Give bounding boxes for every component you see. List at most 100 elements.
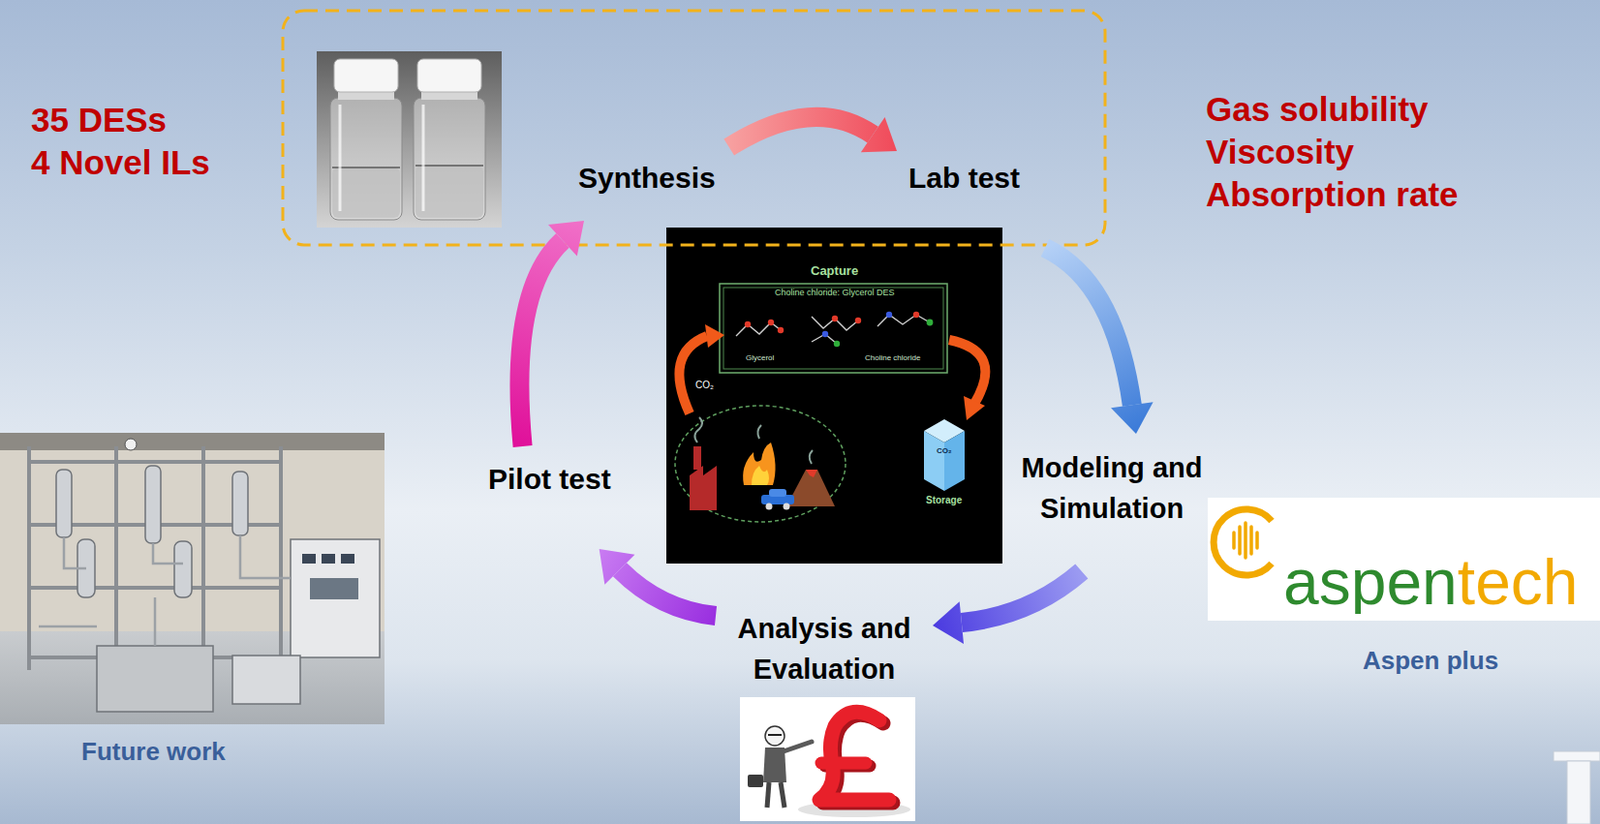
co2-capture-illustration-part-part — [855, 317, 862, 324]
illustration-text: Storage — [925, 494, 962, 507]
pilot-plant-photo-part-part — [96, 646, 214, 712]
cost-evaluation-picture-part — [821, 757, 866, 770]
co2-capture-illustration-part — [675, 405, 846, 523]
arrow-shaft — [729, 117, 873, 148]
co2-capture-illustration-part — [944, 430, 965, 492]
vials-photo-part — [332, 166, 400, 169]
pilot-plant-photo-part — [302, 553, 359, 600]
pilot-plant-photo-part-part — [201, 446, 206, 671]
arrow-head — [599, 549, 636, 585]
gas-label: CO₂ — [936, 446, 953, 456]
arrow-head — [861, 117, 897, 153]
co2-capture-illustration-part-part — [833, 340, 840, 347]
pilot-plant-photo-part — [29, 446, 281, 671]
pilot-plant-photo — [0, 432, 385, 725]
vials-photo-part — [422, 104, 426, 212]
vials-photo-part — [334, 59, 399, 93]
co2-capture-illustration-part — [822, 311, 893, 338]
vials-photo-part — [316, 51, 502, 228]
cost-evaluation-picture-part — [767, 782, 770, 808]
photo-caption: Future work — [81, 738, 226, 768]
dashed-group-outline — [282, 10, 1106, 246]
pilot-plant-photo-part-part — [56, 469, 72, 538]
pilot-plant-photo-part-part — [340, 553, 355, 564]
co2-capture-illustration-part — [719, 283, 948, 373]
arrow-shaft — [961, 571, 1082, 623]
cycle-stage: Modeling and Simulation — [1011, 443, 1213, 533]
co2-capture-illustration-part — [678, 336, 708, 414]
cost-evaluation-picture-part — [739, 697, 916, 822]
aspentech-logo-part — [1213, 509, 1272, 576]
co2-capture-illustration-part-part — [886, 311, 893, 318]
cycle-stage: Lab test — [902, 156, 1026, 200]
cost-evaluation-picture-part — [783, 741, 812, 752]
cycle-stage: Analysis and Evaluation — [723, 604, 925, 694]
cost-evaluation-picture-part — [819, 711, 890, 800]
pilot-plant-photo-part-part — [38, 625, 97, 629]
co2-capture-illustration-part-part — [877, 314, 930, 327]
co2-capture-illustration-part — [766, 503, 773, 511]
cycle-stage: Pilot test — [482, 458, 617, 501]
aspentech-logo-part-part — [1249, 526, 1254, 554]
stage-label: Analysis and Evaluation — [729, 608, 920, 690]
co2-capture-illustration-part — [689, 465, 717, 511]
vials-photo-part — [413, 97, 486, 220]
molecule-label: Glycerol — [745, 353, 774, 363]
arrow-shaft — [1045, 247, 1133, 405]
molecule-label: Choline chloride — [864, 353, 921, 363]
cost-evaluation-picture-part — [780, 782, 785, 808]
aspentech-logo — [1207, 497, 1600, 621]
co2-capture-illustration-part — [757, 425, 762, 439]
corner-logo-fragment-part — [1567, 761, 1591, 824]
stage-label: Modeling and Simulation — [1016, 447, 1207, 529]
arrow-head — [548, 220, 585, 256]
software-caption: Aspen plus — [1362, 646, 1499, 677]
pilot-plant-photo-part-part — [63, 537, 87, 569]
gas-label: CO₂ — [695, 379, 714, 392]
co2-capture-illustration-part-part — [777, 327, 784, 334]
stage-label: Synthesis — [578, 160, 716, 196]
co2-capture-illustration-part-part — [744, 321, 751, 328]
cycle-arrow — [519, 220, 585, 447]
co2-capture-illustration — [666, 227, 1003, 564]
cost-evaluation-picture — [739, 697, 916, 822]
illustration-title: Capture — [810, 264, 859, 279]
co2-capture-illustration-part — [694, 417, 703, 443]
co2-capture-illustration-part — [833, 319, 934, 348]
aspentech-logo-part-part — [1243, 523, 1248, 558]
arrow-shaft — [619, 569, 716, 616]
co2-capture-illustration-part — [742, 442, 775, 486]
aspentech-logo-part — [1207, 497, 1600, 621]
pilot-plant-photo-part-part — [278, 446, 283, 671]
vials-photo-part — [330, 97, 402, 220]
cycle-stage: Synthesis — [572, 156, 722, 200]
co2-capture-illustration-part — [805, 469, 818, 478]
stage-label: Pilot test — [488, 461, 612, 497]
aspentech-logo-part — [1233, 523, 1258, 558]
co2-capture-illustration-part-part — [736, 322, 781, 337]
aspentech-logo-part-part — [1255, 532, 1260, 549]
pilot-plant-photo-part-part — [153, 597, 157, 647]
co2-capture-illustration-part — [769, 489, 787, 497]
pilot-plant-photo-part-part — [114, 446, 119, 671]
pilot-plant-photo-part — [0, 432, 385, 451]
pilot-plant-photo-part-part — [302, 553, 316, 564]
pilot-plant-photo-part-part — [309, 578, 359, 600]
pilot-plant-photo-part-part — [232, 471, 248, 536]
arrow-head — [1110, 401, 1154, 434]
vials-photo-part — [415, 165, 484, 218]
pilot-plant-photo-part-part — [232, 655, 301, 705]
callout-text: 35 DESs — [30, 100, 167, 140]
vials-photo-part — [332, 167, 400, 218]
stage-label: Lab test — [908, 160, 1020, 196]
cost-evaluation-picture-part — [747, 774, 764, 788]
co2-capture-illustration-part — [963, 396, 985, 421]
vials-photo-part — [338, 104, 342, 212]
co2-capture-illustration-part — [705, 324, 725, 348]
cycle-arrow — [932, 571, 1082, 645]
pilot-plant-photo-part-part — [145, 465, 161, 544]
corner-logo-fragment-part — [1553, 751, 1600, 762]
co2-capture-illustration-part — [809, 450, 813, 464]
arrow-head — [932, 601, 964, 645]
